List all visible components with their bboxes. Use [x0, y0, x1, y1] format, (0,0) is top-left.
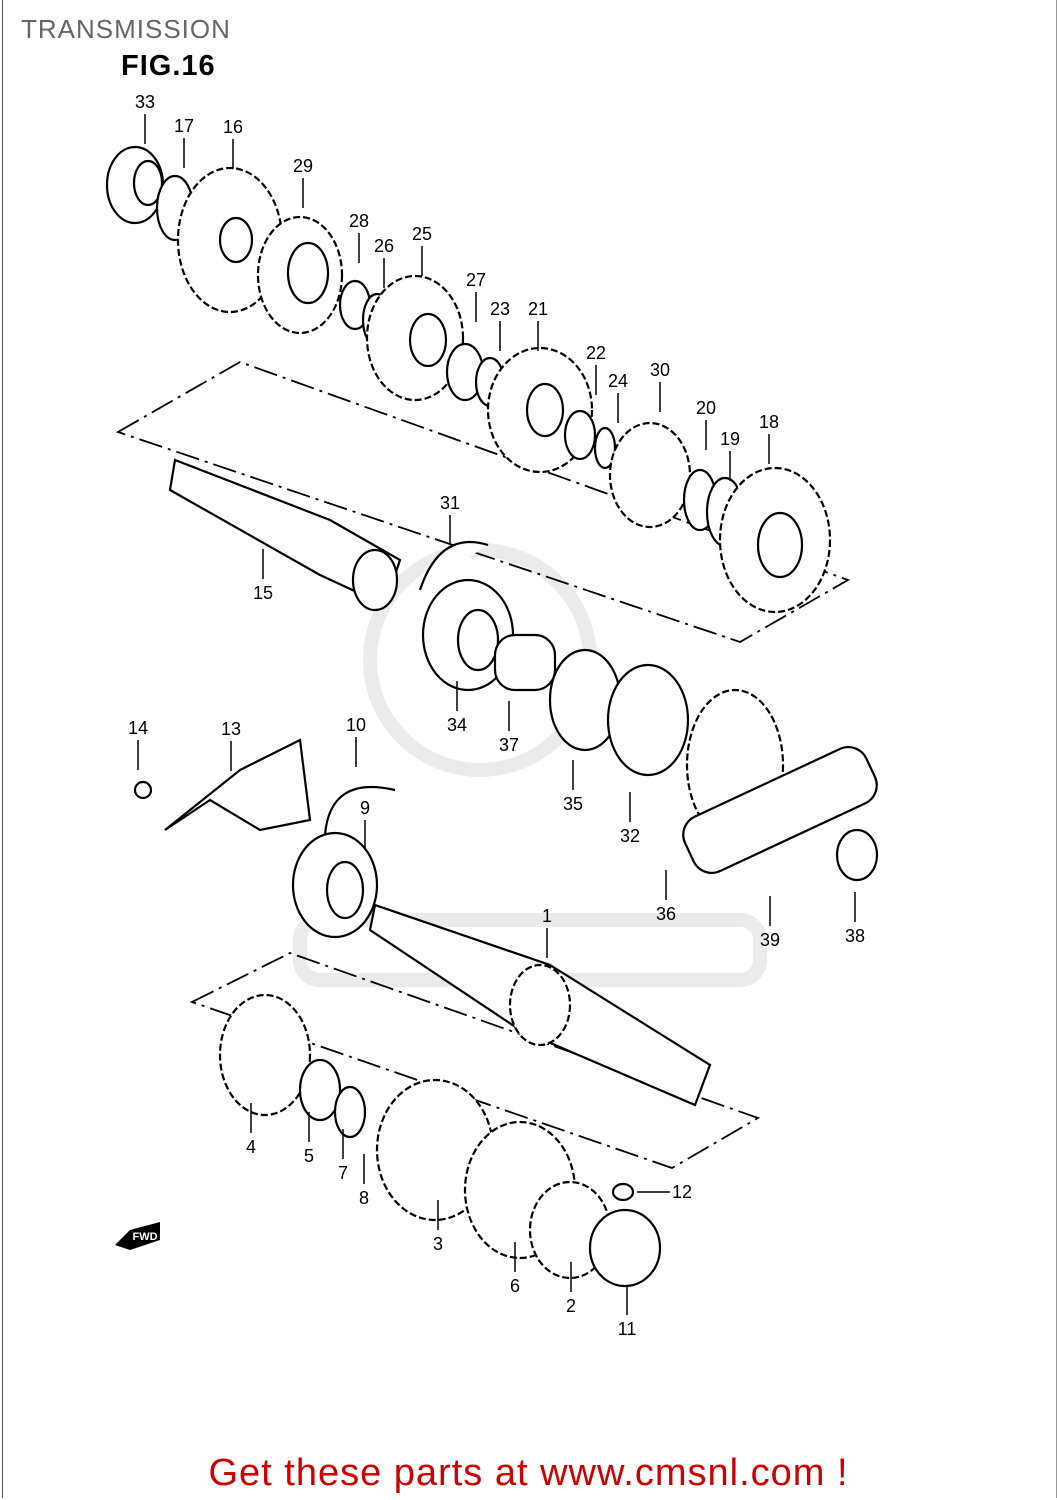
- callout-35: 35: [563, 794, 583, 814]
- callout-4: 4: [246, 1137, 256, 1157]
- callout-23: 23: [490, 299, 510, 319]
- callout-9: 9: [360, 798, 370, 818]
- callout-37: 37: [499, 735, 519, 755]
- callout-36: 36: [656, 904, 676, 924]
- callout-25: 25: [412, 224, 432, 244]
- callout-19: 19: [720, 429, 740, 449]
- callout-1: 1: [542, 906, 552, 926]
- callout-11: 11: [618, 1319, 637, 1339]
- lower-gears: [218, 993, 662, 1288]
- callout-13: 13: [221, 719, 241, 739]
- driveshaft-group-outline: [189, 952, 761, 1169]
- callout-24: 24: [608, 371, 628, 391]
- callout-15: 15: [253, 583, 273, 603]
- upper-parts: [105, 145, 832, 614]
- callout-12: 12: [672, 1182, 692, 1202]
- callout-30: 30: [650, 360, 670, 380]
- callout-28: 28: [349, 211, 369, 231]
- callout-29: 29: [293, 156, 313, 176]
- callout-16: 16: [223, 117, 243, 137]
- callout-39: 39: [760, 930, 780, 950]
- middle-parts: [421, 578, 879, 882]
- footer-link[interactable]: Get these parts at www.cmsnl.com !: [208, 1452, 849, 1494]
- callout-33: 33: [135, 92, 155, 112]
- callout-26: 26: [374, 236, 394, 256]
- callout-17: 17: [174, 116, 194, 136]
- fwd-label: FWD: [132, 1231, 157, 1243]
- callout-18: 18: [759, 412, 779, 432]
- left-parts: [133, 738, 396, 939]
- callout-10: 10: [346, 715, 366, 735]
- callout-22: 22: [586, 343, 606, 363]
- callout-8: 8: [359, 1188, 369, 1208]
- fwd-arrow-icon: FWD: [115, 1222, 160, 1250]
- figure-number: FIG.16: [121, 50, 216, 82]
- callout-3: 3: [433, 1234, 443, 1254]
- callout-31: 31: [440, 493, 460, 513]
- countershaft-group-outline: [115, 361, 851, 643]
- callout-7: 7: [338, 1163, 348, 1183]
- callout-27: 27: [466, 270, 486, 290]
- callout-32: 32: [620, 826, 640, 846]
- callout-2: 2: [566, 1296, 576, 1316]
- callout-38: 38: [845, 926, 865, 946]
- driveshaft: [368, 903, 712, 1107]
- callout-21: 21: [528, 299, 548, 319]
- callout-6: 6: [510, 1276, 520, 1296]
- page-title: TRANSMISSION: [21, 14, 231, 44]
- countershaft: [168, 458, 402, 612]
- circlip-31: [418, 540, 489, 591]
- callout-34: 34: [447, 715, 467, 735]
- callout-5: 5: [304, 1146, 314, 1166]
- callout-14: 14: [128, 718, 148, 738]
- callout-20: 20: [696, 398, 716, 418]
